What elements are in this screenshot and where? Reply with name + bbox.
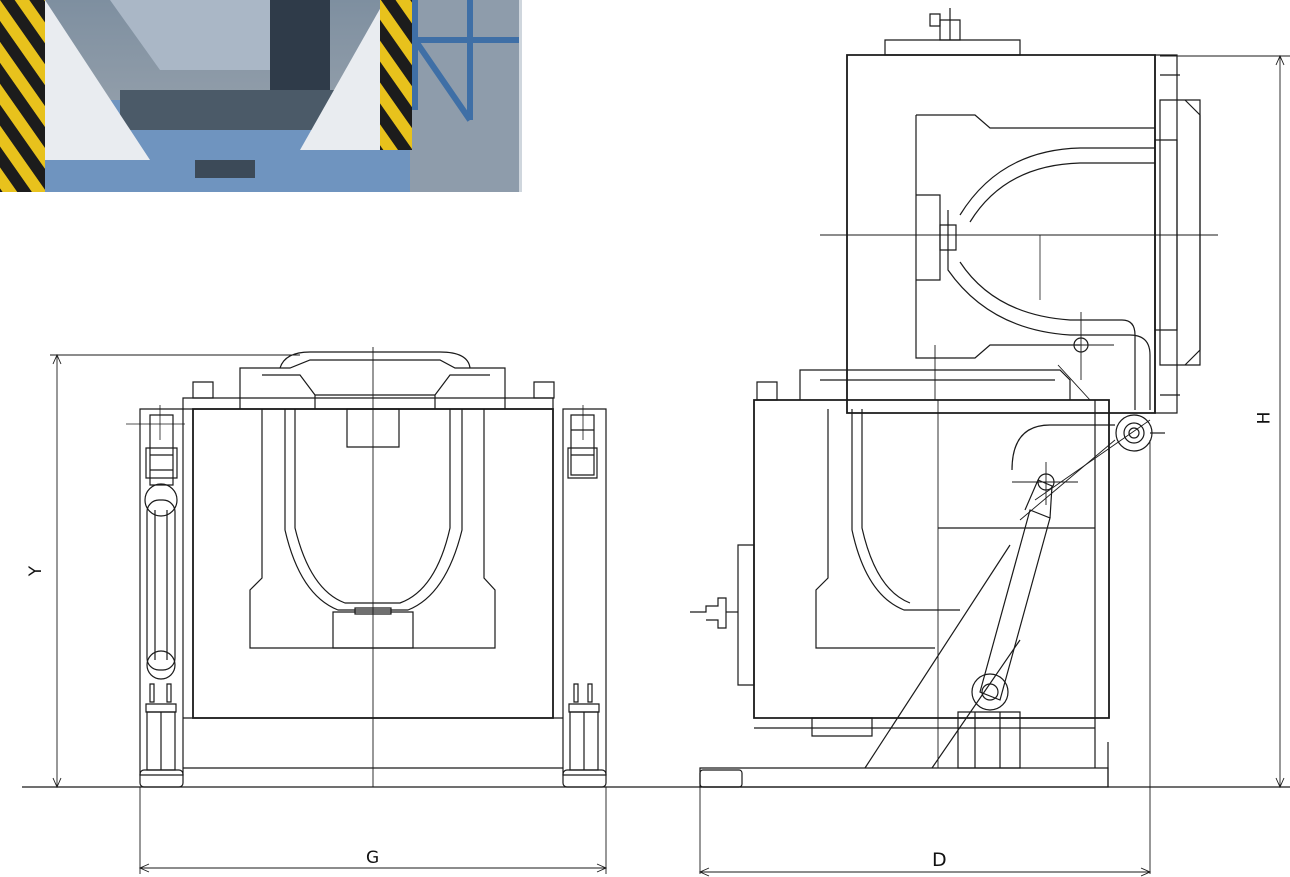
dimension-label-h: H <box>1254 411 1275 425</box>
dimension-lines <box>50 56 1290 876</box>
dimension-label-y: Y <box>26 565 47 577</box>
side-view <box>690 8 1218 787</box>
furnace-photo <box>0 0 522 192</box>
right-column <box>563 409 606 775</box>
furnace-photo-icon <box>0 0 522 192</box>
side-furnace-body <box>754 400 1109 718</box>
tilted-furnace <box>847 55 1155 413</box>
dimension-label-d: D <box>932 849 947 871</box>
front-view <box>126 347 606 787</box>
dimension-label-g: G <box>366 848 380 868</box>
left-column <box>140 409 183 775</box>
